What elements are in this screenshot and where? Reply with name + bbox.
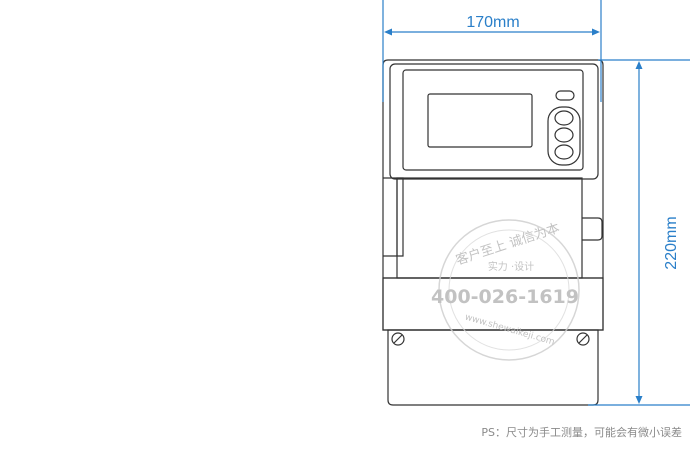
button-top bbox=[554, 110, 574, 126]
height-arrow-top bbox=[635, 61, 643, 69]
electric-meter-drawing bbox=[382, 59, 604, 406]
height-label: 220mm bbox=[663, 216, 680, 269]
height-dimension bbox=[588, 59, 690, 406]
width-label: 170mm bbox=[466, 14, 519, 31]
meter-upper-housing bbox=[389, 63, 599, 180]
width-arrow-right bbox=[592, 28, 600, 36]
button-panel bbox=[547, 106, 581, 166]
lcd-screen bbox=[427, 93, 533, 148]
watermark-ring-inner bbox=[448, 229, 570, 351]
watermark: 客户至上 诚信为本 实力 ·设计 400-026-1619 www.shewai… bbox=[431, 219, 580, 361]
button-middle bbox=[554, 127, 574, 143]
display-window bbox=[402, 69, 584, 171]
screw-right bbox=[576, 332, 590, 346]
screw-right-slot bbox=[578, 334, 588, 344]
watermark-ring-outer bbox=[438, 219, 580, 361]
measurement-note: PS：尺寸为手工测量，可能会有微小误差 bbox=[481, 426, 682, 439]
screw-left bbox=[391, 332, 405, 346]
watermark-middle-text: 实力 ·设计 bbox=[488, 260, 534, 273]
side-latch-left bbox=[383, 177, 404, 257]
indicator-light bbox=[555, 90, 575, 101]
width-arrow-left bbox=[384, 28, 392, 36]
screw-left-slot bbox=[393, 334, 403, 344]
side-latch-right bbox=[582, 217, 603, 241]
height-arrow-bottom bbox=[635, 396, 643, 404]
button-bottom bbox=[554, 144, 574, 160]
watermark-phone: 400-026-1619 bbox=[431, 286, 579, 308]
width-dimension bbox=[382, 0, 602, 102]
bottom-cover bbox=[387, 329, 599, 406]
